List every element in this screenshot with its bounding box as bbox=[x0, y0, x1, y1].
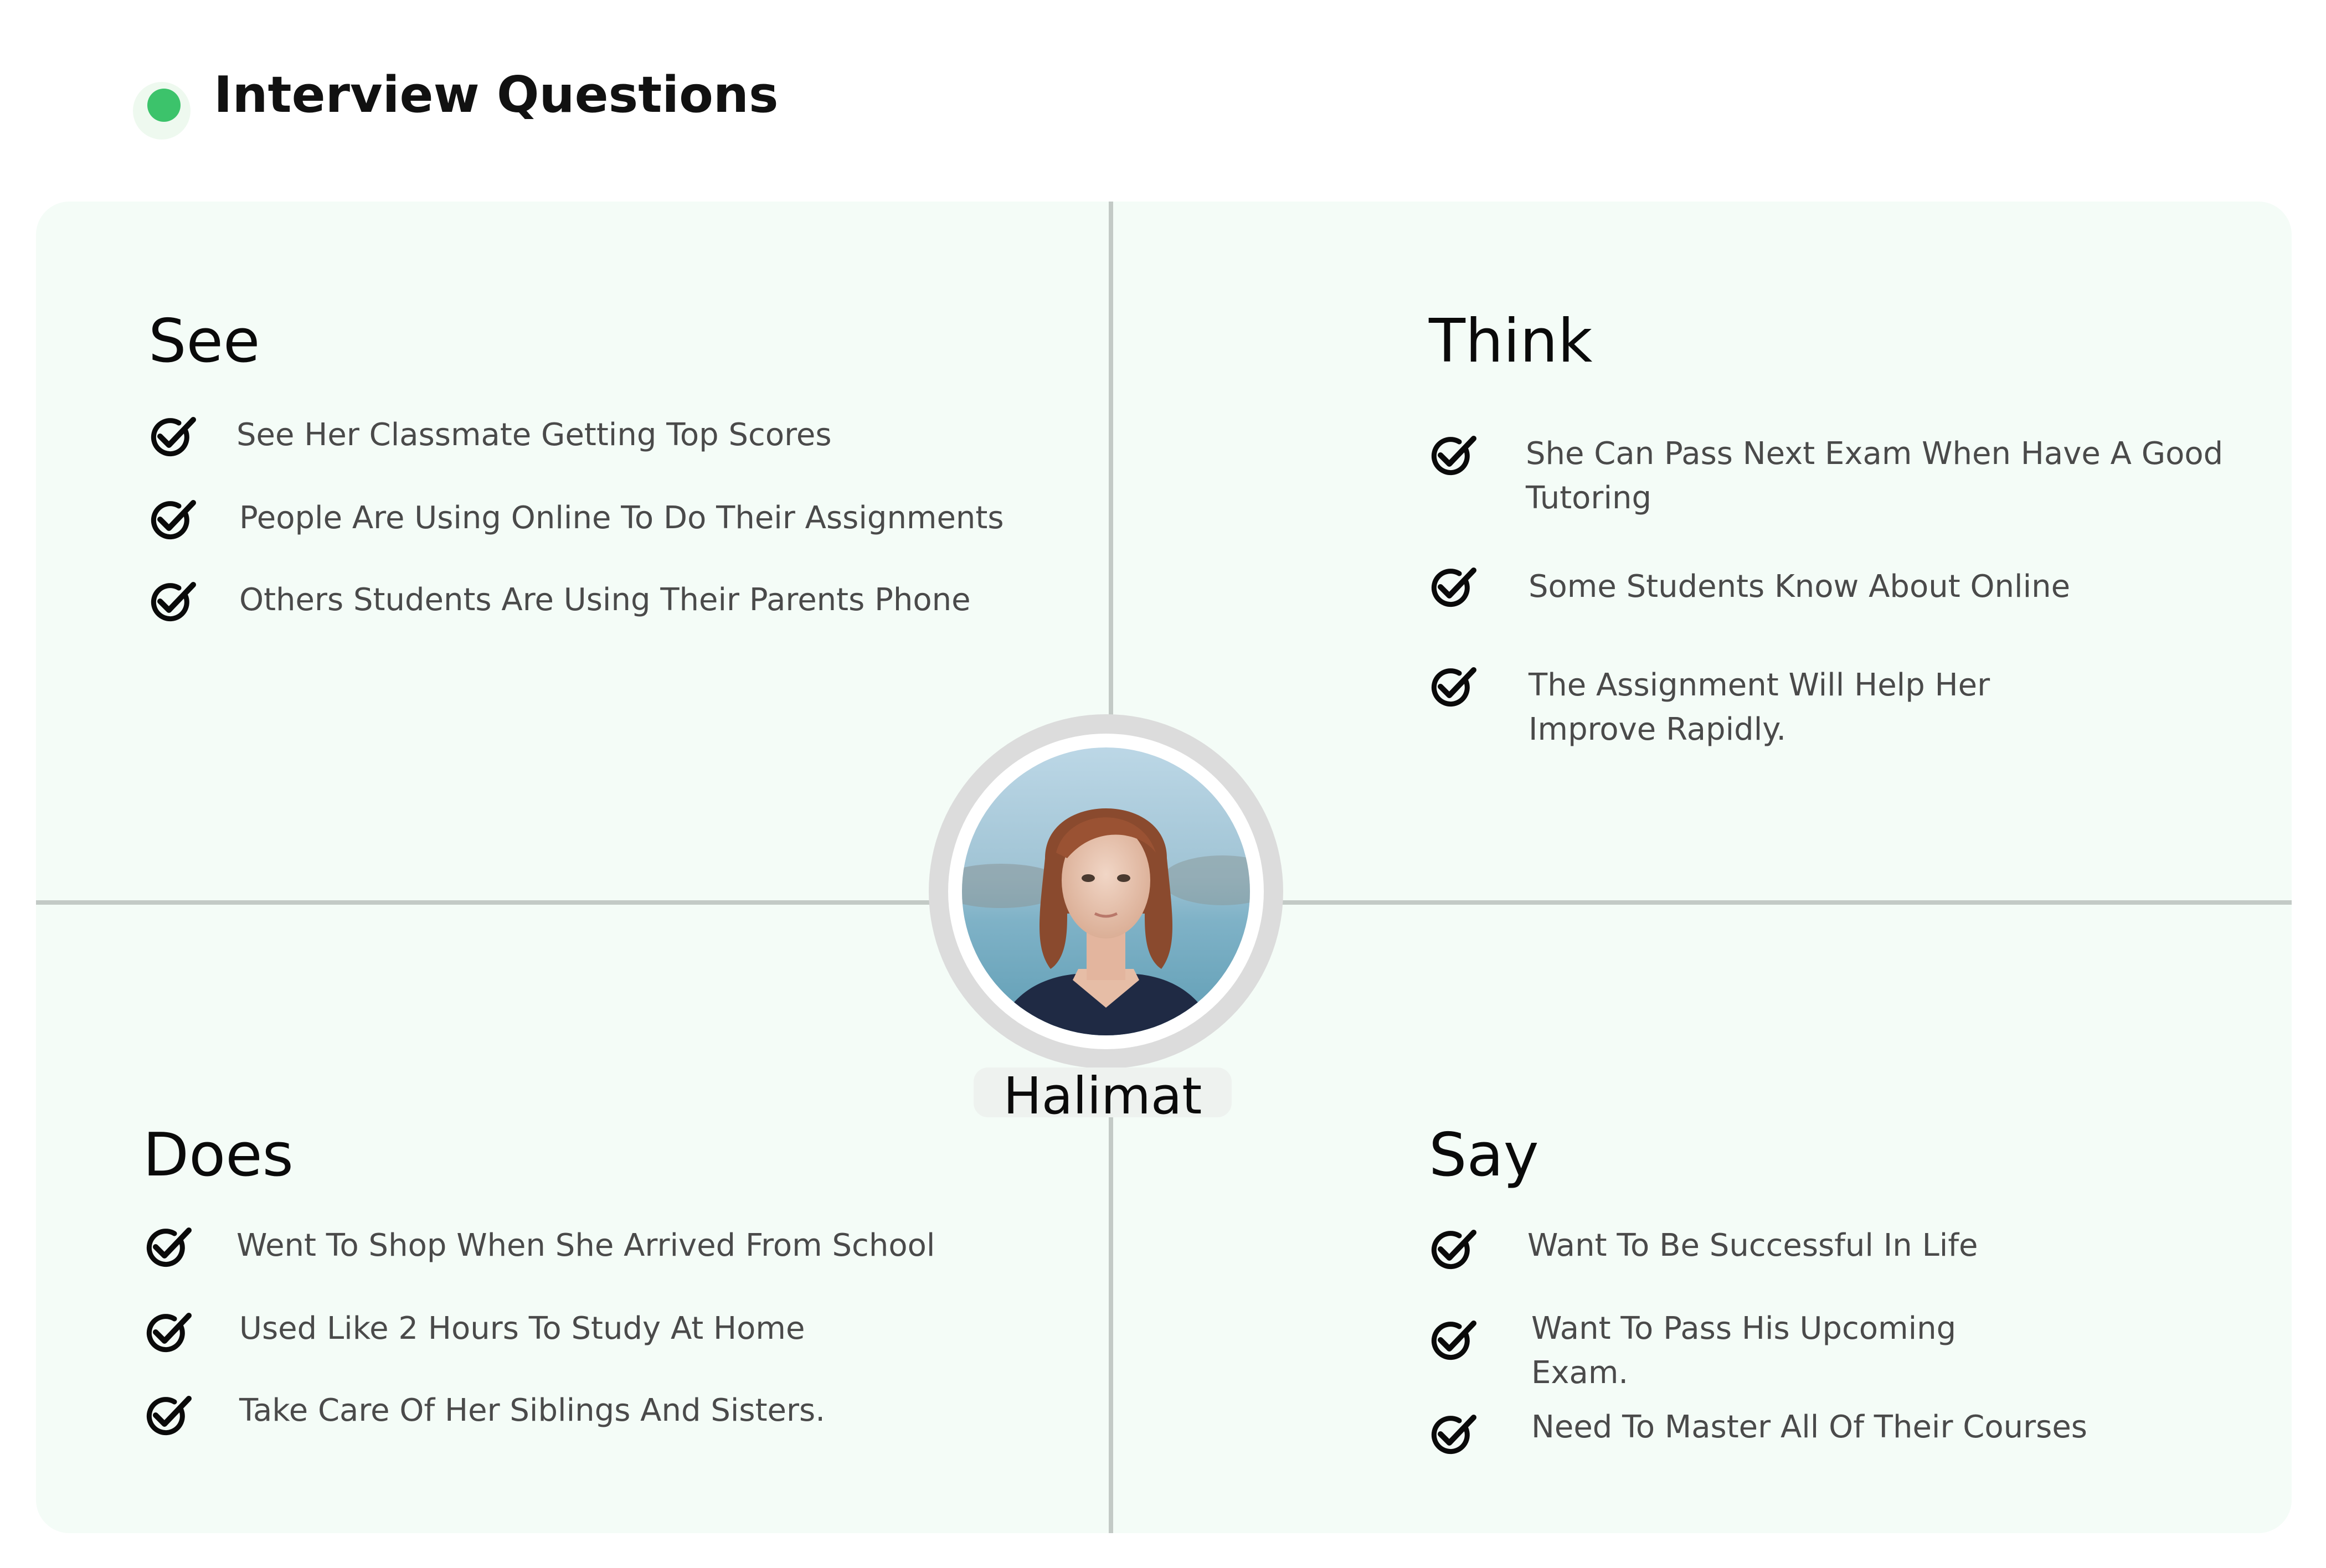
say-item-3: Need To Master All Of Their Courses bbox=[1531, 1409, 2087, 1445]
check-icon bbox=[142, 1310, 193, 1358]
quadrant-title-does: Does bbox=[143, 1121, 294, 1190]
check-icon bbox=[1427, 664, 1478, 712]
check-icon bbox=[1427, 1227, 1478, 1275]
quadrant-title-see: See bbox=[148, 307, 260, 376]
check-icon bbox=[1427, 1318, 1478, 1365]
say-item-1: Want To Be Successful In Life bbox=[1527, 1227, 1978, 1263]
check-icon bbox=[1427, 433, 1478, 481]
does-item-2: Used Like 2 Hours To Study At Home bbox=[239, 1311, 805, 1347]
think-item-2: Some Students Know About Online bbox=[1529, 569, 2071, 605]
check-icon bbox=[1427, 565, 1478, 612]
see-item-2: People Are Using Online To Do Their Assi… bbox=[239, 500, 1004, 536]
check-icon bbox=[142, 1225, 193, 1272]
status-dot bbox=[147, 89, 181, 122]
check-icon bbox=[147, 497, 198, 545]
does-item-1: Went To Shop When She Arrived From Schoo… bbox=[236, 1227, 935, 1263]
see-item-3: Others Students Are Using Their Parents … bbox=[239, 582, 971, 618]
does-item-3: Take Care Of Her Siblings And Sisters. bbox=[239, 1392, 826, 1428]
check-icon bbox=[142, 1393, 193, 1441]
persona-name-tag bbox=[974, 1067, 1232, 1117]
check-icon bbox=[147, 579, 198, 627]
page-title: Interview Questions bbox=[214, 66, 779, 124]
say-item-2: Want To Pass His Upcoming Exam. bbox=[1531, 1311, 1957, 1391]
see-item-1: See Her Classmate Getting Top Scores bbox=[236, 417, 832, 453]
think-item-1: She Can Pass Next Exam When Have A Good … bbox=[1526, 436, 2224, 516]
avatar bbox=[962, 747, 1250, 1035]
think-item-3: The Assignment Will Help Her Improve Rap… bbox=[1529, 667, 1990, 747]
check-icon bbox=[1427, 1412, 1478, 1459]
persona-name: Halimat bbox=[1003, 1066, 1202, 1126]
quadrant-title-think: Think bbox=[1429, 307, 1593, 376]
check-icon bbox=[147, 414, 198, 462]
quadrant-title-say: Say bbox=[1429, 1121, 1539, 1190]
